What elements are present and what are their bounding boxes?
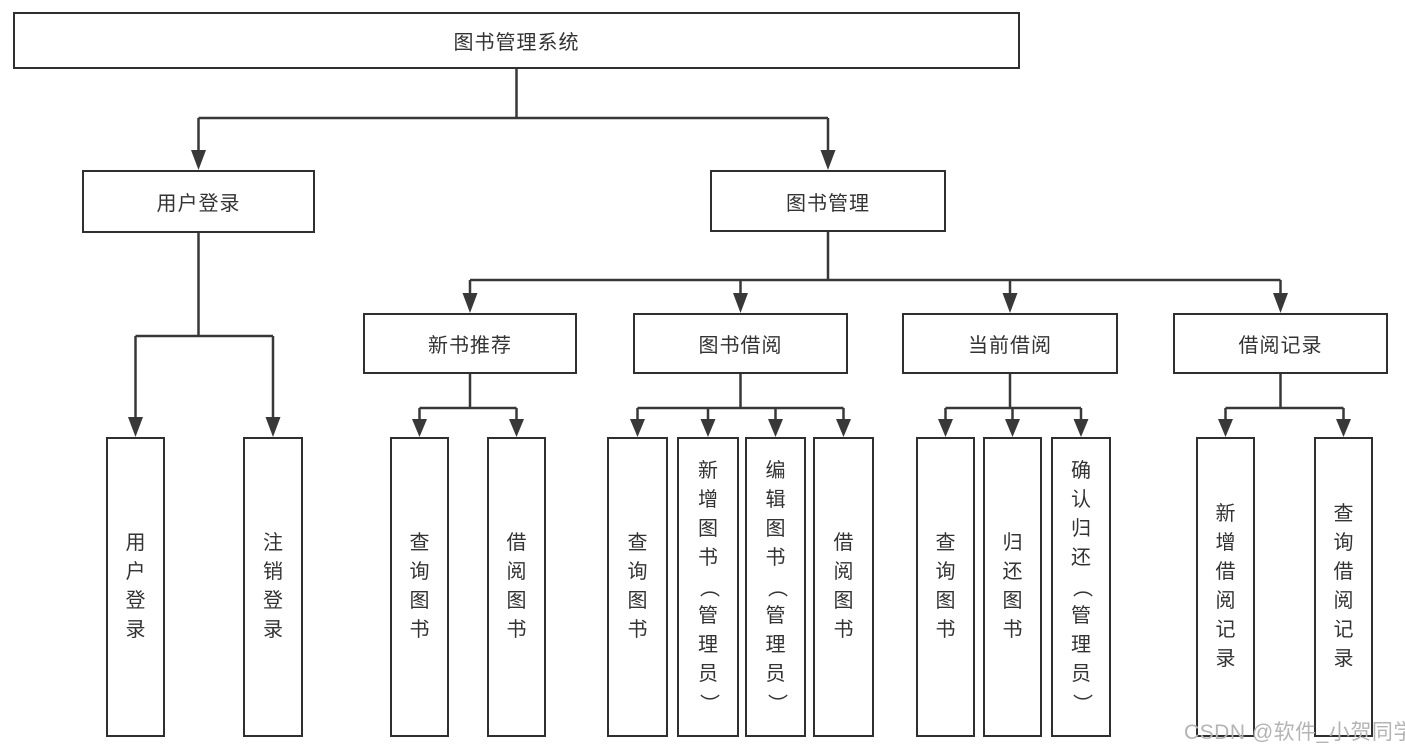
node-label: 当前借阅 <box>968 335 1052 357</box>
node-records-query-record: 查询借阅记录 <box>1314 437 1373 737</box>
node-borrowing-edit-books-admin: 编辑图书（管理员） <box>745 437 806 737</box>
node-label: 新增借阅记录 <box>1215 503 1236 670</box>
node-label: 图书管理 <box>786 192 870 215</box>
node-current-borrowing: 当前借阅 <box>902 313 1118 374</box>
node-root-library-system: 图书管理系统 <box>13 12 1020 69</box>
node-label: 归还图书 <box>1002 532 1023 641</box>
node-login-leaf: 用户登录 <box>106 437 165 737</box>
node-label: 借阅图书 <box>833 532 854 641</box>
node-current-confirm-return-admin: 确认归还（管理员） <box>1051 437 1111 737</box>
node-book-management: 图书管理 <box>710 170 946 232</box>
node-newrec-query-books: 查询图书 <box>390 437 449 737</box>
node-new-book-recommend: 新书推荐 <box>363 313 577 374</box>
node-book-borrowing: 图书借阅 <box>633 313 848 374</box>
node-label: 用户登录 <box>156 193 241 215</box>
node-label: 注销登录 <box>263 532 283 641</box>
node-label: 编辑图书（管理员） <box>765 459 787 714</box>
node-label: 用户登录 <box>125 532 146 641</box>
node-newrec-borrow-books: 借阅图书 <box>487 437 546 737</box>
node-label: 图书借阅 <box>698 335 783 357</box>
arrowheads <box>128 150 1351 437</box>
node-records-add-record: 新增借阅记录 <box>1196 437 1255 737</box>
node-label: 查询图书 <box>935 532 956 641</box>
node-label: 查询图书 <box>409 532 430 641</box>
node-current-return-books: 归还图书 <box>983 437 1042 737</box>
csdn-watermark: CSDN @软件_小贺同学 <box>1184 721 1405 744</box>
node-logout-leaf: 注销登录 <box>243 437 303 737</box>
node-label: 确认归还（管理员） <box>1070 459 1093 714</box>
node-borrowing-add-books-admin: 新增图书（管理员） <box>677 437 739 737</box>
node-label: 借阅图书 <box>506 532 527 641</box>
node-borrowing-borrow-books: 借阅图书 <box>813 437 874 737</box>
node-current-query-books: 查询图书 <box>916 437 975 737</box>
node-borrowing-records: 借阅记录 <box>1173 313 1388 374</box>
node-user-login: 用户登录 <box>82 170 315 233</box>
node-label: 图书管理系统 <box>453 32 580 54</box>
node-borrowing-query-books: 查询图书 <box>607 437 668 737</box>
node-label: 新增图书（管理员） <box>697 459 720 714</box>
node-label: 查询借阅记录 <box>1333 503 1354 670</box>
node-label: 借阅记录 <box>1238 335 1323 357</box>
node-label: 查询图书 <box>627 532 648 641</box>
node-label: 新书推荐 <box>428 335 512 357</box>
